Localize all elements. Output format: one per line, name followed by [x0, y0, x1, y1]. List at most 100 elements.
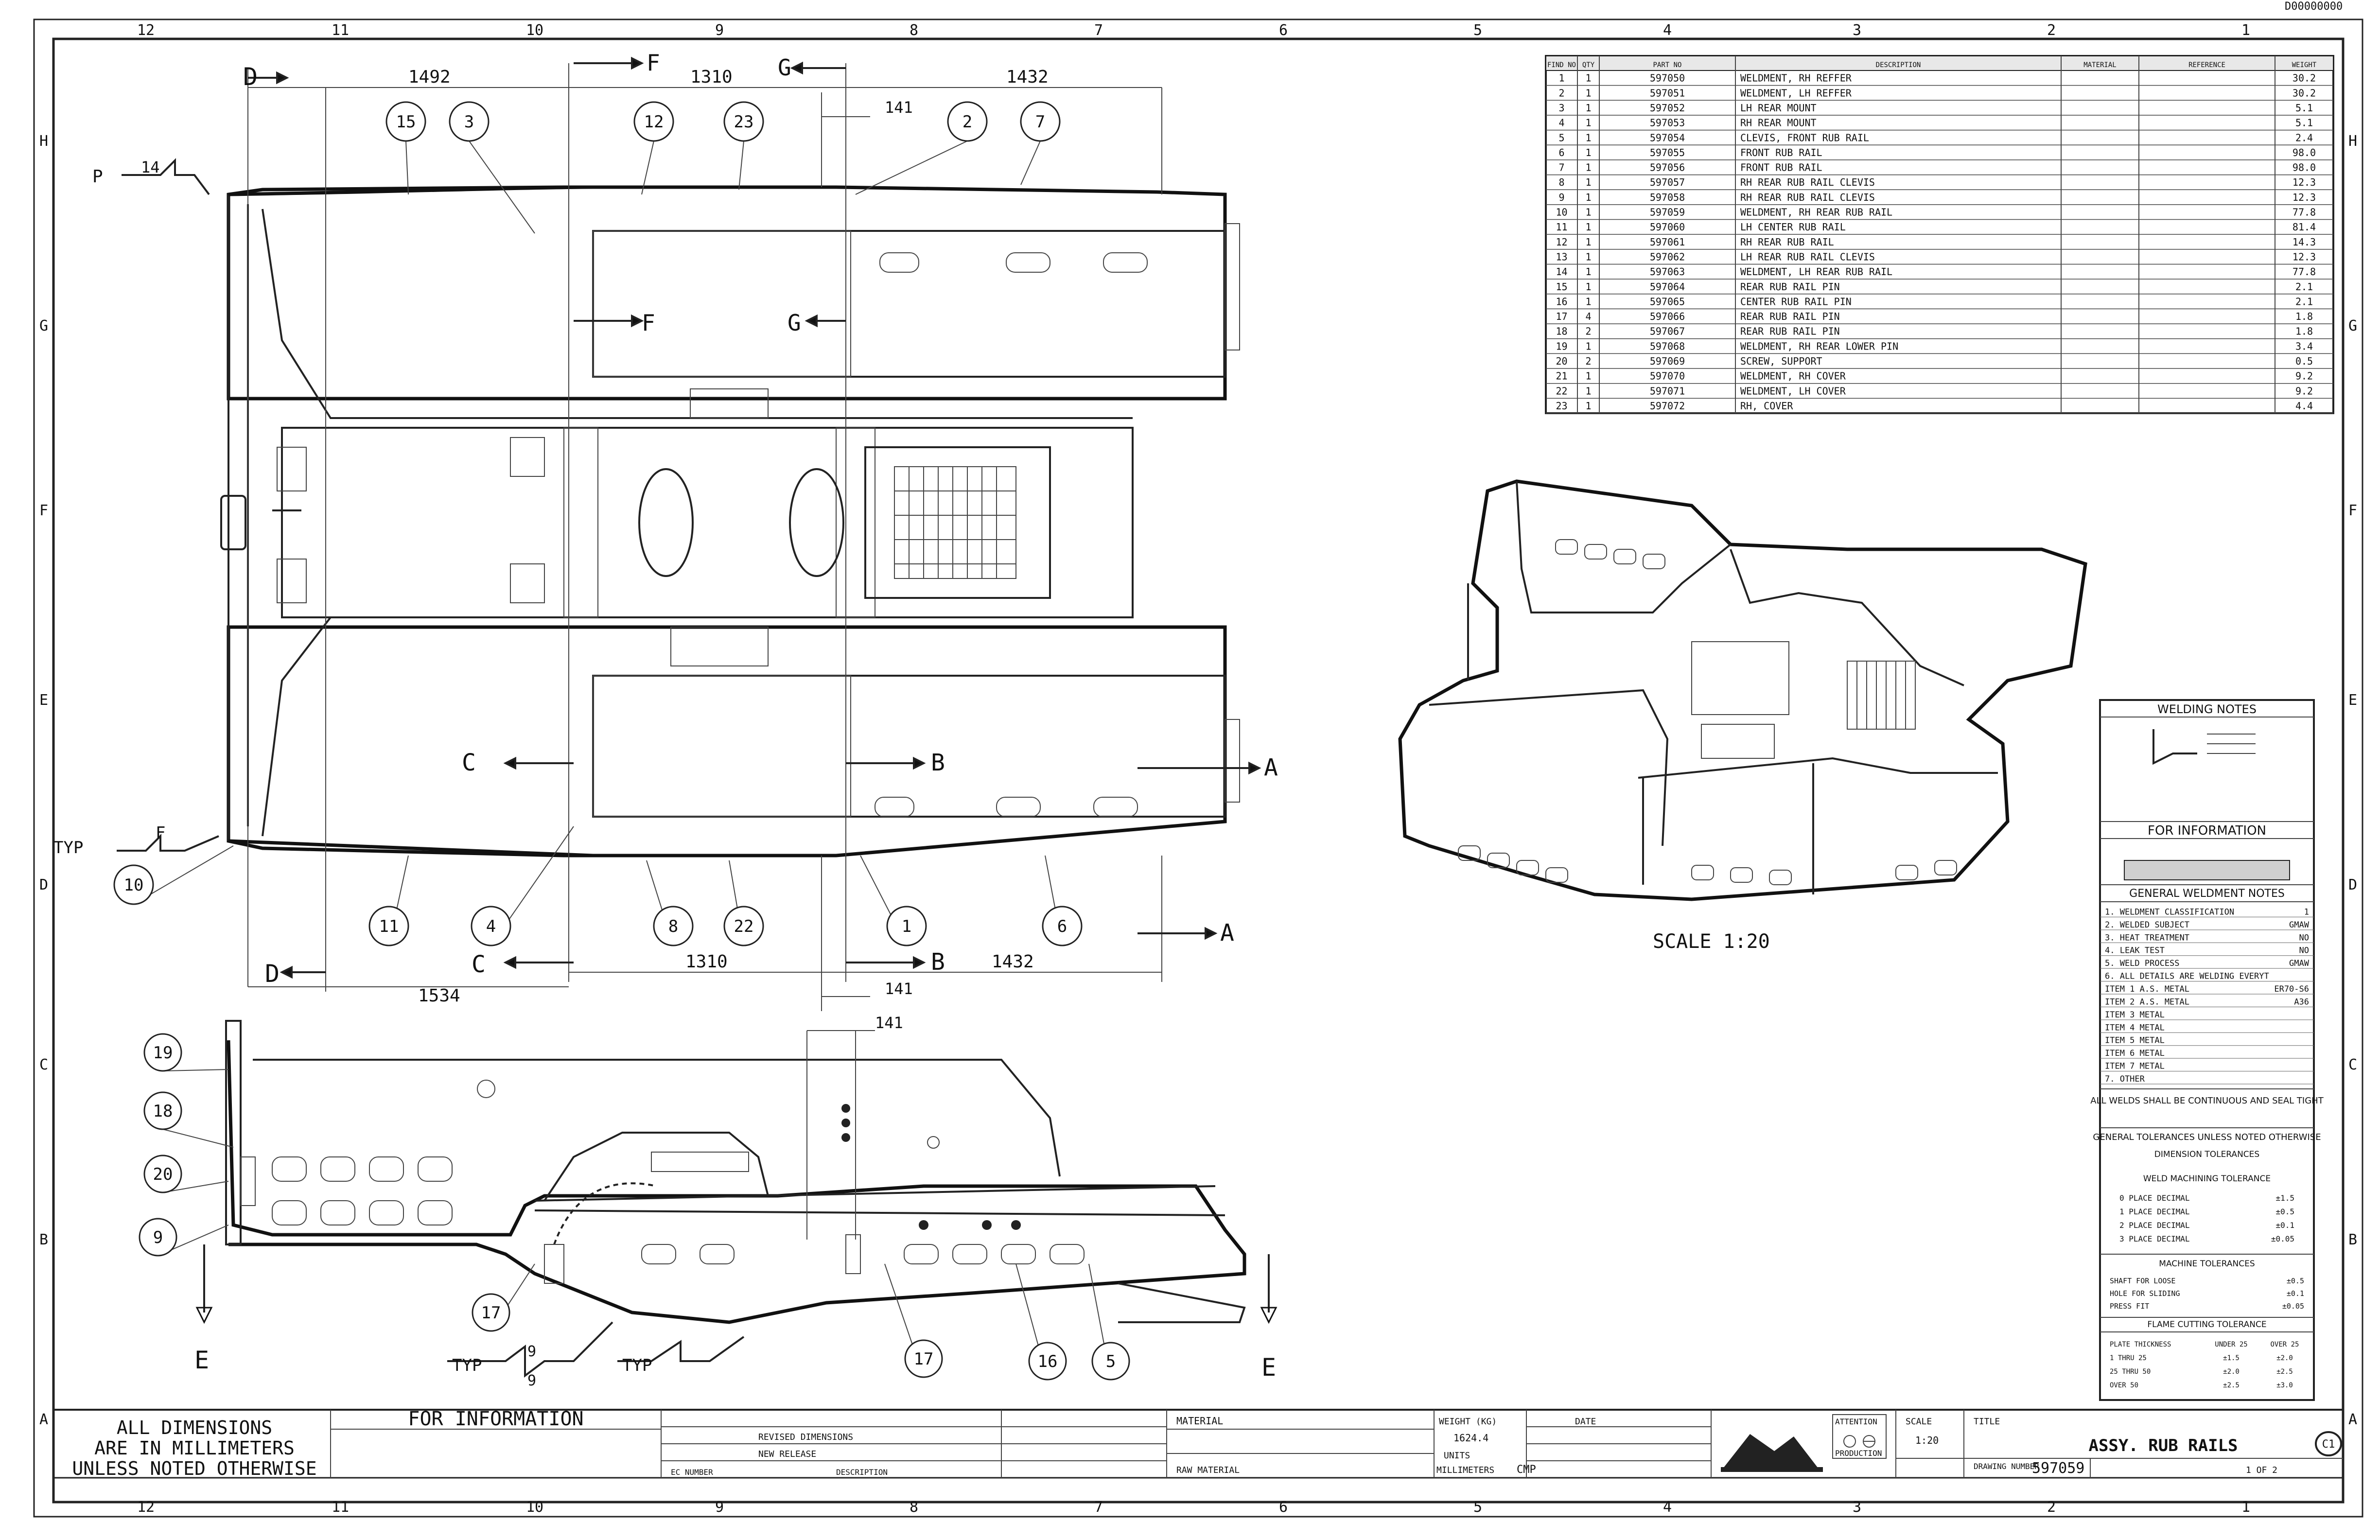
bom-cell: WELDMENT, LH COVER	[1740, 385, 1846, 397]
border-col-label-top: 5	[1473, 22, 1482, 39]
bom-cell: 81.4	[2292, 221, 2316, 233]
general-note-text: 3. HEAT TREATMENT	[2105, 933, 2189, 943]
bom-cell: 16	[1556, 296, 1567, 307]
bom-cell: 597055	[1650, 147, 1685, 158]
balloon-number: 9	[153, 1228, 163, 1247]
callout-balloon: 22	[723, 860, 764, 946]
bom-cell: 597057	[1650, 176, 1685, 188]
section-c-mid: C	[462, 749, 476, 776]
border-row-label-right: H	[2348, 133, 2357, 150]
bom-cell: 98.0	[2292, 162, 2316, 174]
callout-balloon: 15	[385, 101, 426, 195]
bom-cell: 1	[1585, 162, 1591, 174]
section-b-bottom: B	[931, 948, 945, 976]
general-note-row: ITEM 7 METAL	[2100, 1062, 2314, 1072]
bom-cell: 18	[1556, 326, 1567, 337]
weld-typ-label: TYP	[53, 838, 83, 858]
drawing-number-label: DRAWING NUMBER	[1974, 1462, 2039, 1471]
flame-tolerance-value: ±2.0	[2276, 1354, 2293, 1362]
bom-cell: 19	[1556, 340, 1567, 352]
general-note-text: 5. WELD PROCESS	[2105, 959, 2180, 968]
bom-cell: FRONT RUB RAIL	[1740, 162, 1822, 174]
bom-cell: 1	[1585, 400, 1591, 412]
bom-header-cell: DESCRIPTION	[1876, 61, 1921, 69]
general-note-value: A36	[2294, 997, 2309, 1007]
border-col-label-bottom: 4	[1663, 1499, 1672, 1516]
bom-cell: 597063	[1650, 266, 1685, 278]
dim-1534: 1534	[418, 986, 460, 1006]
ec-number-label: EC NUMBER	[671, 1468, 713, 1477]
general-note-text: 6. ALL DETAILS ARE WELDING EVERYT	[2105, 972, 2269, 981]
callout-balloon: 1	[860, 855, 927, 946]
tolerance-value: ±0.5	[2275, 1207, 2294, 1216]
bom-cell: 5.1	[2295, 117, 2313, 129]
callout-balloon: 17	[884, 1263, 943, 1378]
section-c-bottom: C	[472, 951, 486, 978]
bom-cell: 597058	[1650, 192, 1685, 203]
dim-141-top: 141	[885, 98, 913, 117]
balloon-number: 18	[153, 1102, 173, 1121]
bom-cell: 22	[1556, 385, 1567, 397]
bom-cell: 1	[1585, 236, 1591, 248]
scale-value: 1:20	[1915, 1435, 1939, 1446]
border-row-label-left: F	[39, 502, 48, 519]
date-label: DATE	[1575, 1417, 1596, 1427]
bom-cell: RH REAR RUB RAIL CLEVIS	[1740, 192, 1875, 203]
general-note-row: ITEM 4 METAL	[2100, 1023, 2314, 1033]
weld-size-1: 9	[527, 1343, 536, 1360]
bom-cell: 1	[1585, 340, 1591, 352]
dims-note-line1: ALL DIMENSIONS	[117, 1417, 272, 1438]
general-note-row: ITEM 3 METAL	[2100, 1010, 2314, 1020]
border-row-label-left: H	[39, 133, 48, 150]
bom-header-cell: REFERENCE	[2188, 61, 2225, 69]
dim-141-bottom: 141	[885, 980, 913, 998]
weld-machining-title: WELD MACHINING TOLERANCE	[2143, 1174, 2271, 1184]
tolerance-value: ±0.05	[2271, 1234, 2294, 1243]
title-block-text: ALL DIMENSIONS ARE IN MILLIMETERS UNLESS…	[72, 1408, 2335, 1479]
title-for-information: FOR INFORMATION	[408, 1408, 583, 1430]
bom-cell: 30.2	[2292, 87, 2316, 99]
machine-tolerance-label: SHAFT FOR LOOSE	[2110, 1277, 2175, 1285]
bom-cell: 597070	[1650, 370, 1685, 382]
section-a-mid: A	[1264, 754, 1278, 781]
general-note-value: NO	[2299, 946, 2309, 956]
bom-cell: 1	[1585, 370, 1591, 382]
notes-panel-text: WELDING NOTES FOR INFORMATION GENERAL WE…	[2090, 702, 2324, 1330]
revision-description-label: DESCRIPTION	[836, 1468, 888, 1477]
callout-balloon: 5	[1088, 1263, 1130, 1381]
bom-cell: 2.1	[2295, 296, 2313, 307]
bom-cell: 1	[1585, 221, 1591, 233]
border-col-label-bottom: 6	[1279, 1499, 1288, 1516]
border-row-label-left: B	[39, 1231, 48, 1248]
general-note-row: ITEM 6 METAL	[2100, 1049, 2314, 1059]
bom-cell: 30.2	[2292, 72, 2316, 84]
revision-row-1: REVISED DIMENSIONS	[758, 1432, 853, 1442]
flame-tolerance-label: PLATE THICKNESS	[2110, 1341, 2171, 1348]
bom-cell: 597064	[1650, 281, 1685, 293]
border-col-label-bottom: 8	[910, 1499, 918, 1516]
bom-cell: 1.8	[2295, 326, 2313, 337]
bom-cell: 8	[1558, 176, 1564, 188]
callout-balloon: 18	[143, 1091, 234, 1148]
border-col-label-bottom: 1	[2241, 1499, 2250, 1516]
bom-cell: 21	[1556, 370, 1567, 382]
border-col-label-top: 11	[332, 22, 349, 39]
bom-cell: RH REAR MOUNT	[1740, 117, 1817, 129]
border-col-label-top: 12	[137, 22, 155, 39]
dim-1310-bottom: 1310	[685, 952, 728, 972]
general-note-value: GMAW	[2289, 959, 2310, 968]
bom-cell: 15	[1556, 281, 1567, 293]
drawing-border	[33, 18, 2363, 1518]
